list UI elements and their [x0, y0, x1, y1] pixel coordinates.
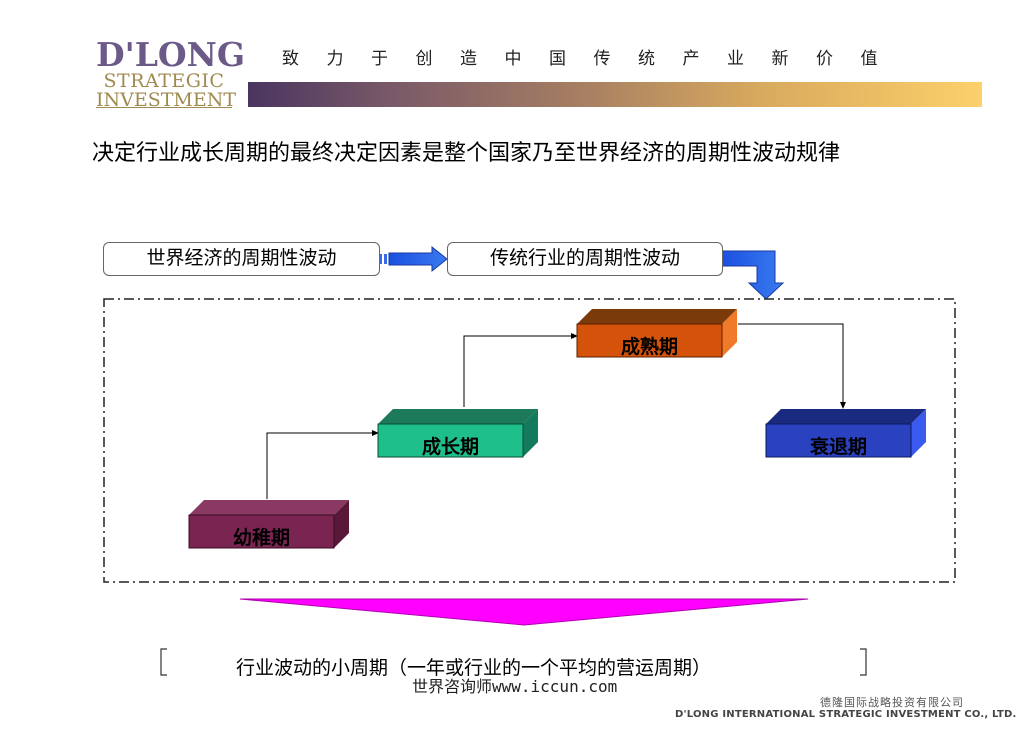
logo-strategic-text: STRATEGIC — [103, 70, 225, 92]
small-cycle-triangle — [239, 598, 809, 626]
stage-block-mature — [576, 309, 737, 358]
flow-arrow-down — [720, 250, 785, 300]
world-economy-cycle-box: 世界经济的周期性波动 — [103, 242, 380, 276]
cycle-frame — [103, 298, 956, 583]
logo-investment-text: INVESTMENT — [96, 89, 237, 111]
header-gradient-bar — [248, 82, 982, 107]
stage-block-infant — [188, 500, 349, 549]
traditional-industry-cycle-box: 传统行业的周期性波动 — [447, 242, 723, 276]
small-cycle-label: 行业波动的小周期（一年或行业的一个平均的营运周期） — [236, 657, 712, 679]
slogan: 致力于创造中国传统产业新价值 — [282, 49, 905, 69]
watermark-text: 世界咨询师www.iccun.com — [412, 677, 618, 696]
stage-label-mature: 成熟期 — [620, 336, 678, 358]
company-name-en: D'LONG INTERNATIONAL STRATEGIC INVESTMEN… — [675, 709, 1017, 720]
logo-underline — [96, 107, 232, 108]
stage-connectors — [266, 323, 844, 499]
small-cycle-brackets — [160, 648, 867, 676]
company-logo: D'LONG STRATEGIC INVESTMENT — [96, 35, 246, 111]
logo-dlong-text: D'LONG — [96, 35, 246, 74]
stage-label-growth: 成长期 — [421, 436, 479, 458]
flow-arrow-right — [380, 245, 448, 273]
company-name-cn: 德隆国际战略投资有限公司 — [820, 696, 964, 709]
stage-block-growth — [377, 409, 538, 458]
stage-block-decline — [765, 409, 926, 458]
page-title: 决定行业成长周期的最终决定因素是整个国家乃至世界经济的周期性波动规律 — [92, 141, 841, 166]
stage-label-decline: 衰退期 — [809, 436, 867, 458]
stage-label-infant: 幼稚期 — [232, 527, 290, 549]
